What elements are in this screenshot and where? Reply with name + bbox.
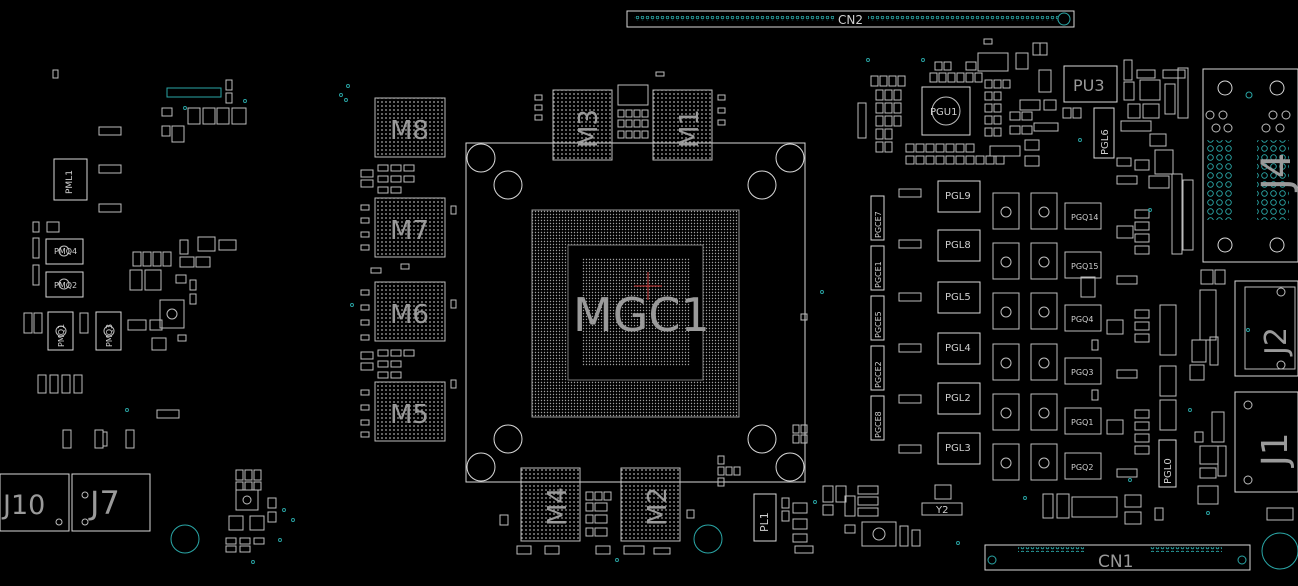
pgq-column-c: PGQ14 PGQ15 PGQ4 PGQ3 PGQ1 PGQ2 (1064, 202, 1102, 480)
pgl0-label: PGL0 (1163, 458, 1174, 484)
pmq4-label: PMQ4 (54, 247, 77, 256)
y2-label: Y2 (935, 505, 948, 516)
cn2-label: CN2 (838, 13, 863, 27)
pu3-regulator: PU3 (1063, 65, 1118, 103)
pmq3-label: PMQ3 (105, 324, 114, 347)
connector-j7: J7 (55, 473, 151, 532)
pgl5-label: PGL5 (945, 292, 971, 303)
passives-bottom-memory (499, 313, 808, 555)
pgce-label: PGCE2 (874, 361, 883, 388)
inductor-pl1: PL1 (753, 493, 777, 542)
connector-j2: J2 (1234, 280, 1298, 377)
memory-m5: M5 (374, 381, 446, 442)
pgce-label: PGCE8 (874, 411, 883, 438)
mgc1-label: MGC1 (573, 288, 710, 342)
m5-label: M5 (390, 400, 429, 430)
pgce-column: PGCE7 PGCE1 PGCE5 PGCE2 PGCE8 (870, 195, 885, 441)
memory-m2: M2 (620, 467, 681, 542)
pgq-column-a (992, 192, 1020, 481)
cn1-label: CN1 (1098, 552, 1133, 572)
connector-j10: J10 (0, 473, 70, 532)
pl1-label: PL1 (758, 512, 771, 532)
m2-label: M2 (643, 487, 673, 526)
passives-top-memory (534, 71, 726, 139)
connector-j1: J1 (1234, 391, 1298, 493)
pgce-label: PGCE5 (874, 311, 883, 338)
gpu-mgc1: MGC1 (465, 142, 806, 483)
m4-label: M4 (543, 487, 573, 526)
pgq15-label: PGQ15 (1071, 262, 1099, 271)
memory-m1: M1 (652, 89, 713, 161)
pgu1-label: PGU1 (930, 107, 957, 118)
pmq2-label: PMQ2 (54, 281, 77, 290)
pgl9-label: PGL9 (945, 191, 971, 202)
passives-right-vrm (1042, 175, 1294, 525)
inductor-pgl0: PGL0 (1158, 439, 1177, 488)
memory-m4: M4 (520, 467, 581, 542)
pgq4-label: PGQ4 (1071, 315, 1093, 324)
connector-cn1: CN1 (984, 544, 1251, 572)
pgce-label: PGCE7 (874, 211, 883, 238)
j1-label: J1 (1255, 432, 1296, 468)
pgl3-label: PGL3 (945, 443, 971, 454)
pgq1-label: PGQ1 (1071, 418, 1093, 427)
passives-top-right (857, 38, 1194, 255)
inductor-pml1: PML1 (53, 158, 88, 201)
pgl4-label: PGL4 (945, 343, 971, 354)
pmq1-label: PMQ1 (57, 324, 66, 347)
bottom-mid-parts (781, 484, 963, 554)
j4-label: J4 (1254, 153, 1298, 193)
memory-m7: M7 (374, 197, 446, 258)
pgq-column-b (1030, 192, 1058, 481)
pgl2-label: PGL2 (945, 393, 971, 404)
passives-left (23, 69, 277, 553)
memory-m3: M3 (552, 89, 613, 161)
pgq14-label: PGQ14 (1071, 213, 1099, 222)
m7-label: M7 (390, 216, 429, 246)
j7-label: J7 (88, 484, 120, 522)
m8-label: M8 (390, 116, 429, 146)
pgce-label: PGCE1 (874, 261, 883, 288)
memory-m8: M8 (374, 97, 446, 158)
pgl-inductors: PGL9 PGL8 PGL5 PGL4 PGL2 PGL3 (898, 180, 981, 465)
j2-label: J2 (1259, 327, 1294, 357)
connector-cn2: CN2 (626, 10, 1075, 28)
mounting-holes (170, 524, 1298, 570)
m6-label: M6 (390, 300, 429, 330)
pin-strips-right (1189, 269, 1227, 505)
pgl8-label: PGL8 (945, 240, 971, 251)
m1-label: M1 (675, 109, 705, 148)
pgu1-controller: PGU1 (921, 86, 971, 136)
passives-left-memory (360, 164, 457, 438)
vias (125, 58, 1250, 564)
pgq2-label: PGQ2 (1071, 463, 1093, 472)
memory-m6: M6 (374, 281, 446, 342)
pmq-parts: PMQ4 PMQ2 PMQ1 PMQ3 (45, 238, 122, 351)
pml1-label: PML1 (65, 170, 75, 194)
j10-label: J10 (1, 490, 45, 521)
inductor-pgl6: PGL6 (1093, 107, 1115, 159)
pgq3-label: PGQ3 (1071, 368, 1093, 377)
connector-j4: J4 (1202, 68, 1298, 263)
pu3-label: PU3 (1073, 76, 1105, 95)
pgl6-label: PGL6 (1100, 129, 1111, 155)
m3-label: M3 (574, 109, 604, 148)
